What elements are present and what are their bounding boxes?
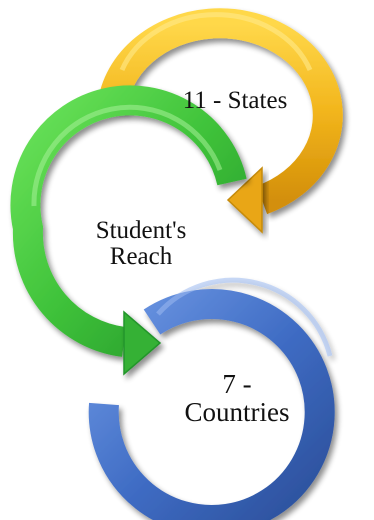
countries-label: 7 - Countries <box>152 370 322 427</box>
blue-ring <box>88 277 335 520</box>
states-label-line: 11 - States <box>182 87 288 114</box>
countries-label-line-1: 7 - <box>222 369 252 399</box>
green-ring <box>10 85 247 357</box>
green-arrowhead <box>123 310 162 376</box>
yellow-arrowhead <box>226 166 263 234</box>
yellow-ring <box>97 8 343 215</box>
countries-label-line-2: Countries <box>184 397 290 428</box>
states-label: 11 - States <box>160 87 310 114</box>
student-reach-label-line-1: Student's <box>95 217 187 244</box>
student-reach-label-line-2: Reach <box>109 243 173 271</box>
student-reach-label: Student's Reach <box>66 217 216 271</box>
